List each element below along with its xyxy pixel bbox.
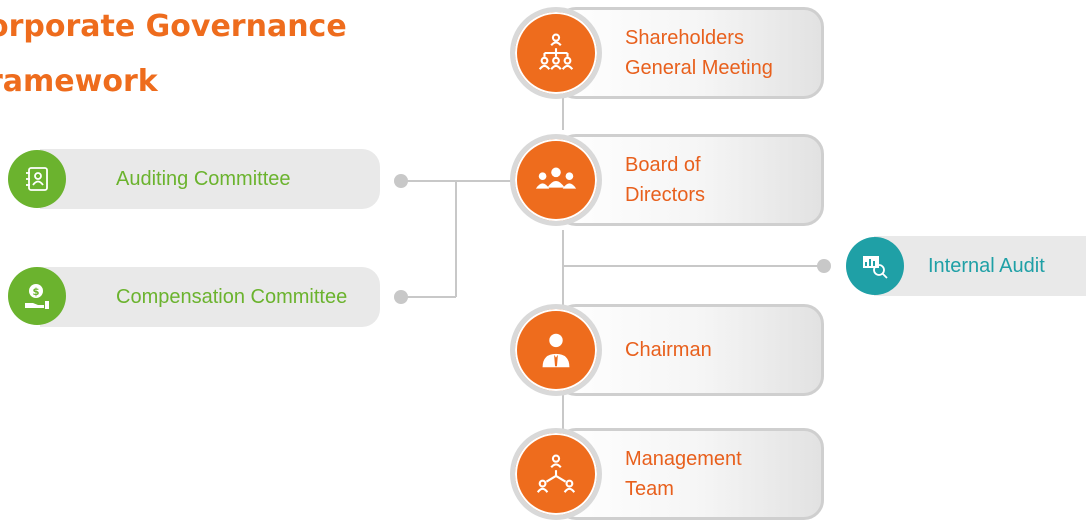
team-network-icon — [536, 454, 576, 493]
board-of-directors-label: Board of Directors — [625, 154, 706, 206]
group-hierarchy-icon — [538, 33, 574, 70]
page-title-line-2: ramework — [0, 64, 158, 99]
compensation-committee-node[interactable]: $ — [8, 267, 66, 325]
auditing-committee-connector-dot — [394, 174, 408, 188]
svg-text:$: $ — [33, 287, 40, 298]
auditing-committee-card[interactable]: Auditing Committee — [40, 149, 380, 209]
chairman-node[interactable] — [510, 304, 602, 396]
compensation-committee-card[interactable]: Compensation Committee — [40, 267, 380, 327]
compensation-committee-connector-dot — [394, 290, 408, 304]
auditing-committee-node[interactable] — [8, 150, 66, 208]
internal-audit-connector-dot — [817, 259, 831, 273]
executive-person-icon — [542, 333, 570, 368]
management-team-label: Management Team — [625, 448, 742, 500]
internal-audit-label: Internal Audit — [928, 254, 1045, 277]
internal-audit-card[interactable]: Internal Audit — [874, 236, 1086, 296]
page-title-line-1: orporate Governance — [0, 9, 347, 44]
board-of-directors-node[interactable] — [510, 134, 602, 226]
shareholders-meeting-node[interactable] — [510, 7, 602, 99]
chairman-label: Chairman — [625, 339, 712, 361]
management-team-node[interactable] — [510, 428, 602, 520]
compensation-committee-label: Compensation Committee — [116, 285, 348, 308]
chart-magnifier-icon — [863, 256, 888, 279]
shareholders-meeting-label: Shareholders General Meeting — [625, 27, 773, 79]
internal-audit-node[interactable] — [846, 237, 904, 295]
auditing-committee-label: Auditing Committee — [116, 167, 291, 190]
money-hand-icon: $ — [25, 284, 49, 309]
people-group-icon — [535, 167, 577, 189]
profile-document-icon — [26, 167, 48, 191]
